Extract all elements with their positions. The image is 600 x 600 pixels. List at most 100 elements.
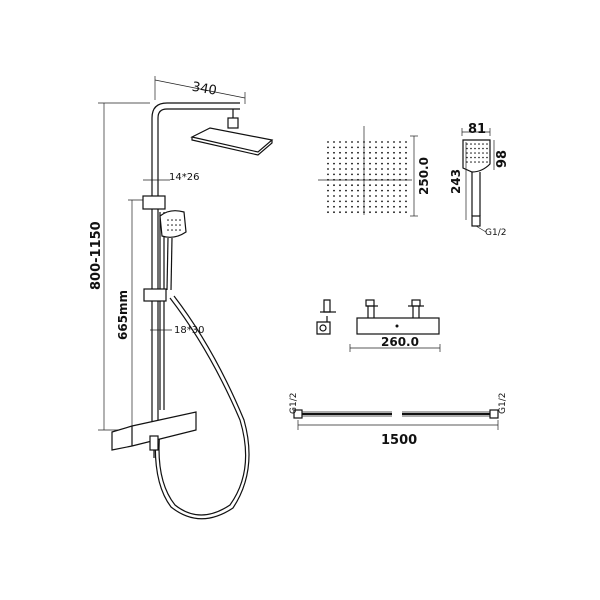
hand-nozzle-dot [470, 143, 472, 145]
rain-nozzle-dot [345, 211, 347, 214]
hand-nozzle-dot [474, 161, 476, 163]
rain-nozzle-dot [327, 200, 329, 203]
rain-nozzle-dot [405, 189, 407, 192]
rain-nozzle-dot [351, 195, 353, 197]
hose-length-label: 1500 [381, 433, 417, 448]
hand-nozzle-dot [486, 152, 488, 154]
hand-nozzle-dot [478, 152, 480, 154]
top-clamp-label: 14*26 [169, 172, 199, 183]
hand-thread-label: G1/2 [485, 228, 506, 238]
rain-nozzle-dot [357, 184, 359, 187]
rain-nozzle-dot [369, 146, 371, 149]
rain-nozzle-dot [351, 189, 353, 192]
hand-nozzle-dot [482, 161, 484, 163]
rain-nozzle-dot [363, 200, 365, 203]
rain-nozzle-dot [351, 151, 353, 154]
rain-nozzle-dot [405, 173, 407, 176]
rain-nozzle-dot [381, 173, 383, 176]
rain-nozzle-dot [357, 211, 359, 214]
rain-nozzle-dot [393, 146, 395, 149]
hand-nozzle-dot [474, 152, 476, 154]
rain-nozzle-dot [405, 178, 407, 181]
rain-nozzle-dot [339, 184, 341, 187]
rain-nozzle-dot [345, 178, 347, 181]
rain-nozzle-dot [405, 157, 407, 160]
hand-nozzle-dot [482, 147, 484, 150]
rain-nozzle-dot [405, 141, 407, 143]
rain-nozzle-dot [327, 211, 329, 214]
rain-nozzle-dot [327, 189, 329, 192]
rain-nozzle-dot [357, 157, 359, 160]
hand-nozzle-dot [482, 152, 484, 154]
rain-nozzle-dot [333, 151, 335, 154]
rain-nozzle-dot [369, 173, 371, 176]
rain-nozzle-dot [387, 162, 389, 165]
rain-nozzle-dot [363, 157, 365, 160]
rain-nozzle-dot [381, 211, 383, 214]
rain-nozzle-dot [393, 178, 395, 181]
rain-nozzle-dot [399, 168, 401, 170]
rain-nozzle-dot [381, 189, 383, 192]
hand-nozzle-dot [482, 143, 484, 145]
rain-nozzle-dot [393, 184, 395, 187]
rain-nozzle-dot [369, 189, 371, 192]
rain-nozzle-dot [405, 151, 407, 154]
rain-nozzle-dot [375, 211, 377, 214]
hose-detail [293, 409, 499, 430]
rain-nozzle-dot [369, 178, 371, 181]
rain-nozzle-dot [405, 146, 407, 149]
rain-nozzle-dot [381, 168, 383, 170]
rain-nozzle-dot [363, 173, 365, 176]
rain-nozzle-dot [393, 200, 395, 203]
rain-nozzle-dot [369, 151, 371, 154]
hand-nozzle-dot [478, 161, 480, 163]
rain-nozzle-dot [387, 173, 389, 176]
rain-nozzle-dot [393, 211, 395, 214]
shower-column-assembly [98, 76, 274, 520]
hand-head-height-label: 98 [495, 150, 510, 168]
rain-nozzle-dot [399, 157, 401, 160]
rain-nozzle-dot [351, 162, 353, 165]
rain-nozzle-dot [333, 173, 335, 176]
rain-nozzle-dot [339, 162, 341, 165]
rain-nozzle-dot [381, 184, 383, 187]
rain-nozzle-dot [333, 195, 335, 197]
rain-nozzle-dot [357, 195, 359, 197]
rain-nozzle-dot [339, 173, 341, 176]
rain-nozzle-dot [363, 141, 365, 143]
hand-nozzle-dot [466, 143, 468, 145]
rain-nozzle-dot [381, 200, 383, 203]
rain-nozzle-dot [393, 162, 395, 165]
rain-nozzle-dot [399, 195, 401, 197]
rain-nozzle-dot [399, 189, 401, 192]
rain-nozzle-dot [405, 195, 407, 197]
rain-nozzle-dot [339, 151, 341, 154]
rain-nozzle-dot [327, 184, 329, 187]
rain-nozzle-dot [327, 168, 329, 170]
rain-nozzle-dot [375, 195, 377, 197]
rain-nozzle-dot [345, 184, 347, 187]
rain-nozzle-dot [363, 195, 365, 197]
rain-nozzle-dot [351, 141, 353, 143]
hand-nozzle-dot [478, 143, 480, 145]
rain-nozzle-dot [375, 200, 377, 203]
rain-nozzle-dot [345, 162, 347, 165]
rain-nozzle-dot [327, 141, 329, 143]
hand-nozzle-dot [474, 156, 476, 159]
rain-nozzle-dot [351, 173, 353, 176]
head-width-label: 250.0 [417, 157, 431, 195]
total-height-label: 800-1150 [89, 221, 104, 290]
rain-nozzle-dot [327, 173, 329, 176]
rain-nozzle-dot [405, 162, 407, 165]
rain-nozzle-dot [375, 151, 377, 154]
rain-nozzle-dot [387, 141, 389, 143]
hand-shower-detail [461, 128, 495, 233]
rain-nozzle-dot [327, 146, 329, 149]
rain-nozzle-dot [381, 141, 383, 143]
rain-nozzle-dot [369, 195, 371, 197]
rain-nozzle-dot [393, 168, 395, 170]
rain-nozzle-dot [399, 173, 401, 176]
hand-nozzle-dot [482, 156, 484, 159]
rain-nozzle-dot [387, 151, 389, 154]
rain-nozzle-dot [399, 146, 401, 149]
